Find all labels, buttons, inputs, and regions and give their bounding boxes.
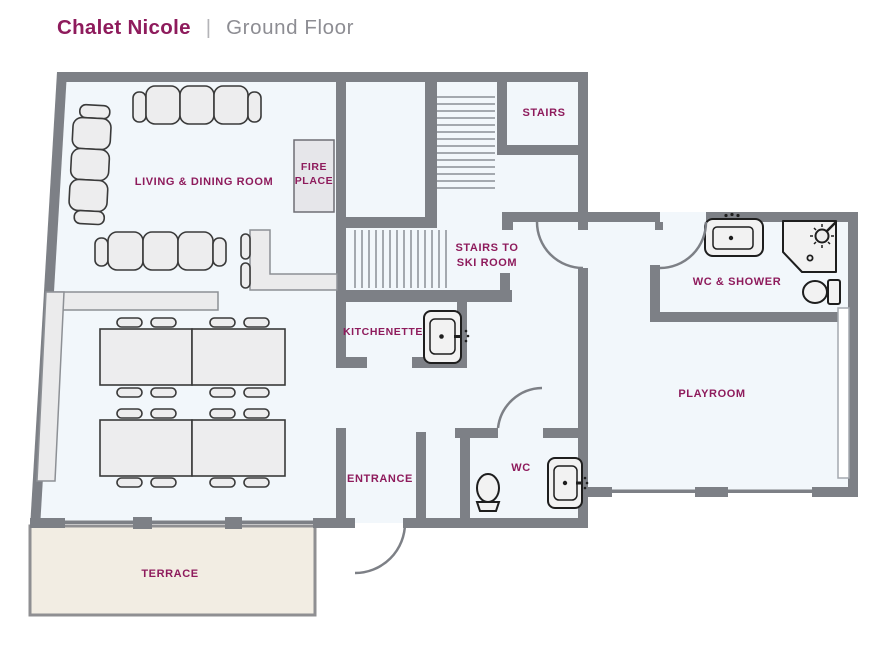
fireplace [293,139,335,213]
wall [57,72,588,82]
terrace-label: TERRACE [141,568,198,580]
bar-counter [249,229,338,291]
ski-stairs-label-line1: STAIRS TO [455,242,518,254]
door-arc [535,221,584,270]
stairs-label: STAIRS [522,107,565,119]
page-subtitle: Ground Floor [226,16,355,39]
sideboard [47,291,219,311]
stairs-treads-ski [354,230,447,288]
sink-icon [704,212,764,257]
toilet-icon [475,473,501,512]
window [837,307,850,479]
window [240,520,315,524]
door-arc [496,386,543,429]
dining-chairs [116,317,270,488]
page-header: Chalet Nicole | Ground Floor [57,16,354,40]
bar-stool [240,262,251,289]
entrance-label: ENTRANCE [347,473,413,485]
window [612,489,695,493]
ski-stairs-label-line2: SKI ROOM [457,257,517,269]
fireplace-label-line2: PLACE [295,175,334,187]
page-title: Chalet Nicole [57,16,191,39]
sofa-left [68,103,112,226]
sink-icon [547,457,589,509]
terrace-area [28,524,317,617]
fireplace-label-line1: FIRE [301,161,327,173]
toilet-icon [802,279,841,305]
stairs-treads-up [437,96,495,189]
sofa-top [132,85,262,125]
sink-icon [423,310,470,364]
window [728,489,812,493]
bar-stool [240,233,251,260]
shower-icon [782,220,837,273]
window [150,520,227,524]
window [63,520,135,524]
door-arc [354,522,407,575]
playroom-label: PLAYROOM [678,388,745,400]
kitchenette-label: KITCHENETTE [343,326,423,338]
dining-tables [99,328,286,477]
door-arc [659,221,708,270]
sofa-middle [94,231,227,271]
wc-shower-label: WC & SHOWER [693,276,781,288]
living-dining-label: LIVING & DINING ROOM [135,176,274,188]
sideboard [36,291,65,482]
wc-label: WC [511,462,531,474]
title-divider: | [205,16,212,39]
